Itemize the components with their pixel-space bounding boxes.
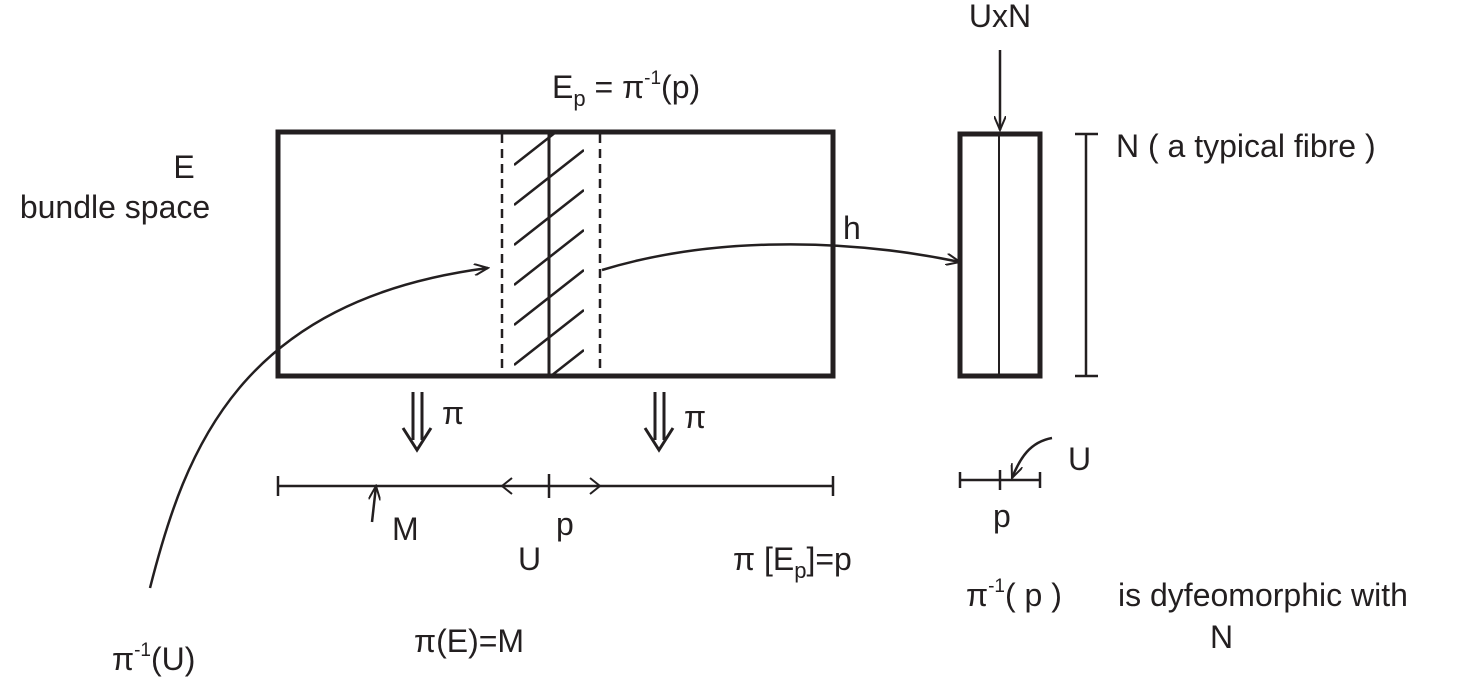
label-pi-e-equals-m: π(E)=M	[414, 623, 524, 659]
projection-double-arrow-left	[401, 392, 433, 453]
base-manifold-line	[276, 474, 835, 498]
label-diffeomorphic: is dyfeomorphic with	[1118, 577, 1408, 613]
label-u-right: U	[1068, 441, 1091, 477]
label-pi-ep-equals-p: π [Ep]=p	[733, 541, 852, 583]
label-diffeomorphic-n: N	[1210, 619, 1233, 655]
m-pointer-arrow	[372, 486, 376, 523]
label-p-right: p	[993, 498, 1011, 534]
label-ep-definition: Ep = π-1(p)	[552, 68, 700, 111]
projection-double-arrow-right	[643, 392, 675, 453]
product-rectangle	[957, 131, 1043, 379]
label-u-base: U	[518, 541, 541, 577]
u-curved-pointer-arrow	[1012, 436, 1053, 478]
label-bundle-space: bundle space	[20, 189, 210, 225]
fibre-n-extent-bar	[1075, 132, 1098, 378]
label-typical-fibre: N ( a typical fibre )	[1116, 128, 1376, 164]
label-inverse-u: π-1(U)	[112, 640, 195, 677]
label-pi-right: π	[684, 399, 706, 435]
label-pi-left: π	[442, 395, 464, 431]
label-h: h	[843, 210, 861, 246]
neighbourhood-u-left-bracket	[500, 477, 513, 495]
neighbourhood-u-right-bracket	[589, 477, 602, 495]
inverse-image-curve-arrow	[148, 268, 488, 589]
label-inverse-p: π-1( p )	[966, 576, 1062, 613]
label-uxn: UxN	[969, 0, 1031, 34]
bundle-space-rectangle	[275, 129, 836, 379]
label-p-base: p	[556, 506, 574, 542]
label-m: M	[392, 511, 419, 547]
label-e: E	[173, 149, 194, 185]
small-base-line	[958, 470, 1042, 490]
trivialization-h-arrow	[601, 243, 960, 272]
